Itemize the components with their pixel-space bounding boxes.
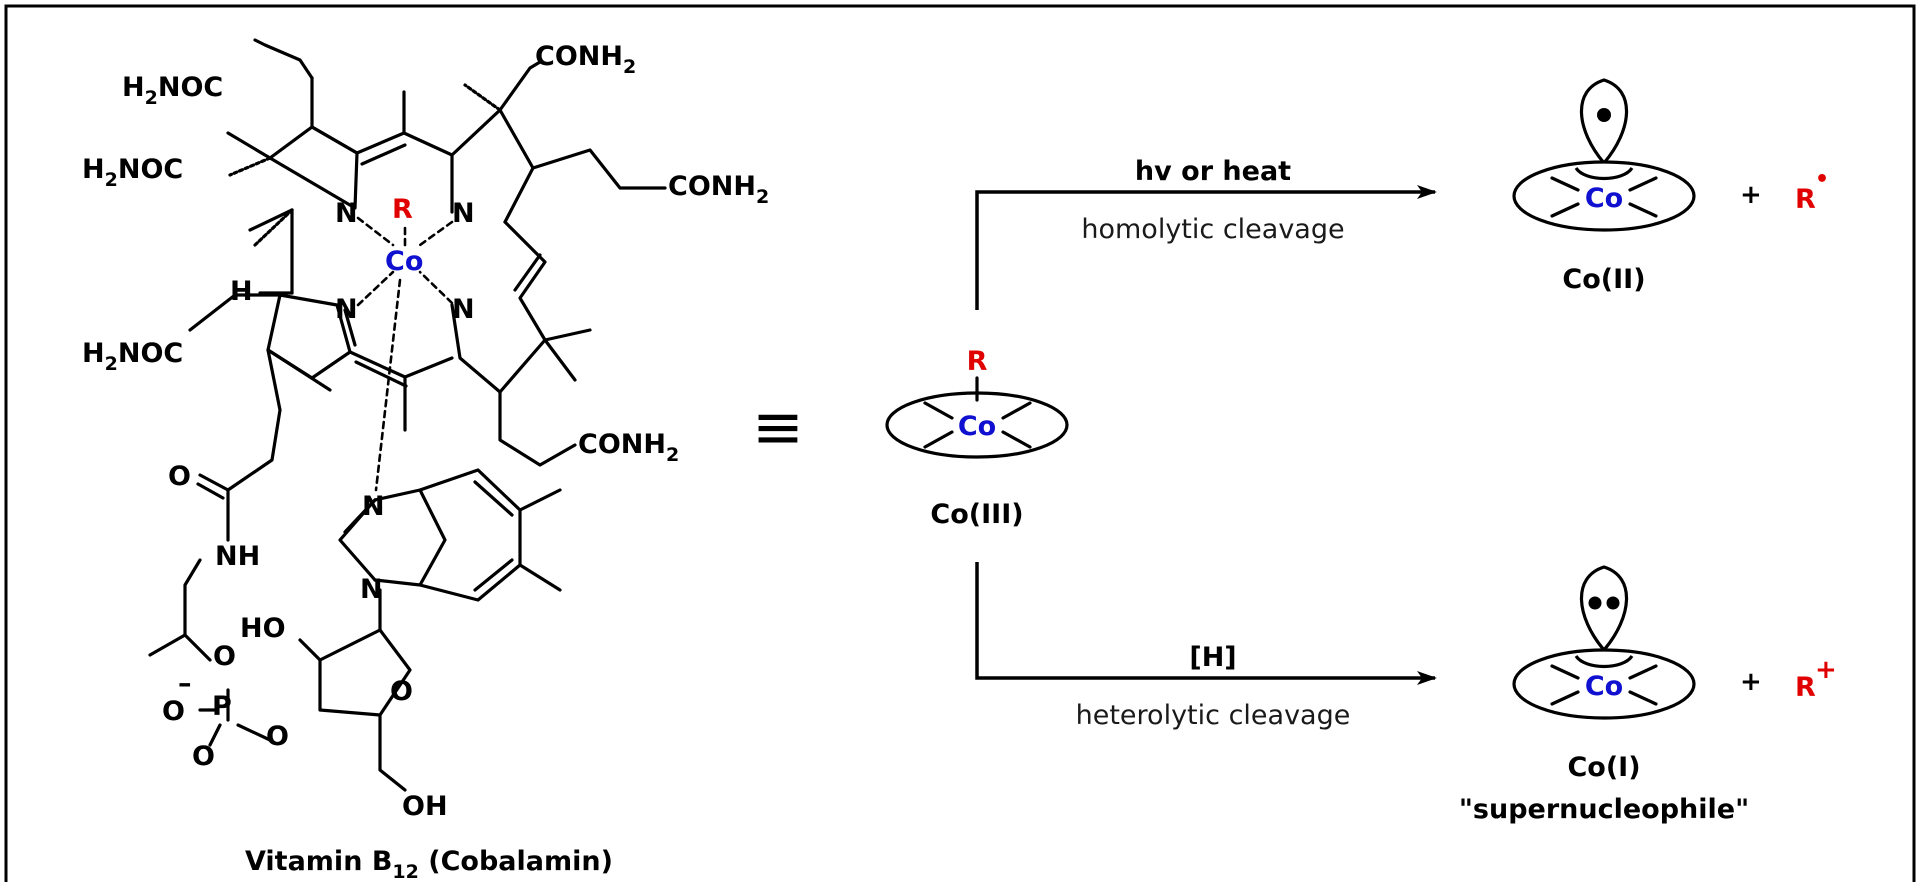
cobalt-label: Co xyxy=(958,411,996,442)
n-label: N xyxy=(452,198,475,229)
single-electron xyxy=(1597,108,1611,122)
orbital-lobe xyxy=(1579,78,1629,166)
o-label: O xyxy=(192,741,215,772)
n-label: N xyxy=(452,294,475,325)
n-label: N xyxy=(360,574,383,605)
n-label: N xyxy=(335,294,358,325)
r-ligand-label: R xyxy=(967,346,988,377)
ring-o-label: O xyxy=(390,676,413,707)
electron-pair xyxy=(1606,596,1620,610)
bottom-condition-label: [H] xyxy=(1189,642,1236,673)
amide-label-3: H2NOC xyxy=(82,338,183,375)
top-condition-label: hv or heat xyxy=(1135,156,1291,187)
bottom-reaction-arrow xyxy=(975,562,1437,685)
bottom-description-label: heterolytic cleavage xyxy=(1076,700,1351,731)
cobalt-label: Co xyxy=(1585,671,1623,702)
plus-sign: + xyxy=(1740,180,1762,210)
ho-label: HO xyxy=(240,613,286,644)
oxidation-state-label: Co(I) xyxy=(1567,752,1640,783)
cobalt-label: Co xyxy=(385,246,423,277)
o-label: O xyxy=(162,696,185,727)
carbonyl-o-label: O xyxy=(168,461,191,492)
cobalamin-structure xyxy=(148,38,667,792)
molecule-caption: Vitamin B12 (Cobalamin) xyxy=(245,846,613,882)
radical-dot: • xyxy=(1815,167,1829,192)
conh2-label-3: CONH2 xyxy=(578,429,679,466)
phosphorus-label: P xyxy=(212,691,232,722)
nh-label: NH xyxy=(215,541,260,572)
amide-label-2: H2NOC xyxy=(82,154,183,191)
h-label: H xyxy=(230,276,253,307)
n-label: N xyxy=(362,491,385,522)
cobalt-iii-complex: R Co Co(III) xyxy=(885,346,1069,530)
minus-label: – xyxy=(178,668,192,699)
oxidation-state-label: Co(II) xyxy=(1562,264,1645,295)
o-label: O xyxy=(266,721,289,752)
equivalence-symbol: ≡ xyxy=(752,390,804,463)
cation-product-label: R xyxy=(1795,672,1816,703)
cobalt-i-complex: Co Co(I) "supernucleophile" + R + xyxy=(1459,565,1837,825)
oh-label: OH xyxy=(402,791,448,822)
n-label: N xyxy=(335,198,358,229)
figure-border xyxy=(4,4,1916,882)
r-ligand-label: R xyxy=(392,194,413,225)
o-label: O xyxy=(213,641,236,672)
top-description-label: homolytic cleavage xyxy=(1081,214,1344,245)
cobalt-label: Co xyxy=(1585,183,1623,214)
electron-pair xyxy=(1588,596,1602,610)
oxidation-state-label: Co(III) xyxy=(930,499,1023,530)
conh2-label-2: CONH2 xyxy=(668,171,769,208)
cobalt-ii-complex: Co Co(II) + R • xyxy=(1512,78,1829,295)
cation-charge: + xyxy=(1815,655,1837,685)
plus-sign: + xyxy=(1740,667,1762,697)
radical-product-label: R xyxy=(1795,184,1816,215)
conh2-label-1: CONH2 xyxy=(535,41,636,78)
amide-label-1: H2NOC xyxy=(122,72,223,109)
top-reaction-arrow xyxy=(975,185,1437,310)
orbital-lobe xyxy=(1579,565,1629,653)
cobalamin-labels: H2NOC H2NOC H2NOC CONH2 CONH2 CONH2 N N … xyxy=(82,41,769,822)
supernucleophile-label: "supernucleophile" xyxy=(1459,794,1749,825)
